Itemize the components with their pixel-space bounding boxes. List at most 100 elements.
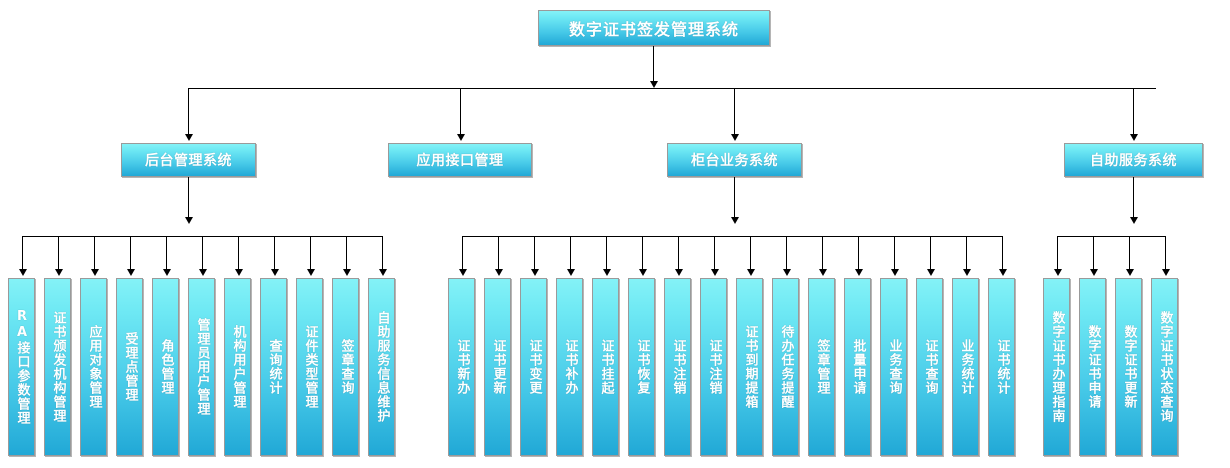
connector-drop-api xyxy=(460,88,461,135)
connector-drop-counter-11 xyxy=(857,236,859,270)
node-leaf-label: 证书注销 xyxy=(670,339,686,395)
node-leaf-counter-6[interactable]: 证书注销 xyxy=(664,278,691,456)
connector-drop-counter xyxy=(734,88,735,135)
node-leaf-counter-1[interactable]: 证书更新 xyxy=(484,278,511,456)
connector-arrow-backend-0 xyxy=(18,269,27,276)
connector-drop-counter-6 xyxy=(677,236,679,270)
connector-arrow-backend-9 xyxy=(342,269,351,276)
node-leaf-label: 业务统计 xyxy=(958,339,974,395)
node-leaf-counter-7[interactable]: 证书注销 xyxy=(700,278,727,456)
node-leaf-counter-8[interactable]: 证书到期提箱 xyxy=(736,278,763,456)
node-leaf-label: 查询统计 xyxy=(266,339,282,395)
node-leaf-selfservice-0[interactable]: 数字证书办理指南 xyxy=(1043,278,1070,456)
connector-drop-selfservice xyxy=(1133,88,1134,135)
connector-arrow-counter-15 xyxy=(998,269,1007,276)
connector-bus-selfservice xyxy=(1056,236,1165,237)
node-leaf-counter-14[interactable]: 业务统计 xyxy=(952,278,979,456)
node-leaf-label: 证书恢复 xyxy=(634,339,650,395)
node-api[interactable]: 应用接口管理 xyxy=(388,143,532,177)
node-leaf-label: 受理点管理 xyxy=(122,332,138,402)
node-backend-label: 后台管理系统 xyxy=(145,153,232,169)
connector-drop-counter-arrow xyxy=(731,134,739,141)
node-leaf-backend-8[interactable]: 证件类型管理 xyxy=(296,278,323,456)
connector-drop-backend-8 xyxy=(309,236,311,270)
node-leaf-backend-0[interactable]: RA接口参数管理 xyxy=(8,278,35,456)
node-leaf-label: 机构用户管理 xyxy=(230,325,246,409)
node-leaf-backend-3[interactable]: 受理点管理 xyxy=(116,278,143,456)
node-leaf-label: 批量申请 xyxy=(850,339,866,395)
node-leaf-selfservice-3[interactable]: 数字证书状态查询 xyxy=(1151,278,1178,456)
connector-arrow-selfservice-3 xyxy=(1161,269,1170,276)
node-leaf-counter-5[interactable]: 证书恢复 xyxy=(628,278,655,456)
connector-arrow-backend-3 xyxy=(126,269,135,276)
node-leaf-backend-4[interactable]: 角色管理 xyxy=(152,278,179,456)
node-leaf-counter-10[interactable]: 签章管理 xyxy=(808,278,835,456)
node-root-label: 数字证书签发管理系统 xyxy=(568,20,739,39)
connector-drop-backend-3 xyxy=(129,236,131,270)
node-leaf-counter-15[interactable]: 证书统计 xyxy=(988,278,1015,456)
node-selfservice-label: 自助服务系统 xyxy=(1090,153,1177,169)
node-leaf-label: 证书更新 xyxy=(490,339,506,395)
node-leaf-backend-6[interactable]: 机构用户管理 xyxy=(224,278,251,456)
node-leaf-label: 证书到期提箱 xyxy=(742,325,758,409)
node-leaf-label: 证书查询 xyxy=(922,339,938,395)
connector-backend-stem-arrow xyxy=(185,217,193,224)
connector-drop-backend-4 xyxy=(165,236,167,270)
connector-drop-backend-arrow xyxy=(185,134,193,141)
connector-arrow-backend-5 xyxy=(198,269,207,276)
node-leaf-label: 数字证书状态查询 xyxy=(1157,311,1173,423)
node-leaf-backend-9[interactable]: 签章查询 xyxy=(332,278,359,456)
connector-arrow-backend-1 xyxy=(54,269,63,276)
connector-counter-stem-arrow xyxy=(731,217,739,224)
connector-arrow-counter-3 xyxy=(566,269,575,276)
connector-counter-stem xyxy=(734,177,735,218)
connector-drop-backend xyxy=(188,88,189,135)
node-leaf-label: 证书新办 xyxy=(454,339,470,395)
connector-drop-selfservice-3 xyxy=(1164,236,1166,270)
node-counter-label: 柜台业务系统 xyxy=(691,153,778,169)
node-leaf-label: 数字证书申请 xyxy=(1085,325,1101,409)
node-leaf-label: 待办任务提醒 xyxy=(778,325,794,409)
connector-drop-selfservice-1 xyxy=(1092,236,1094,270)
node-leaf-label: 应用对象管理 xyxy=(86,325,102,409)
connector-drop-backend-9 xyxy=(345,236,347,270)
connector-arrow-backend-7 xyxy=(270,269,279,276)
node-leaf-counter-0[interactable]: 证书新办 xyxy=(448,278,475,456)
node-counter[interactable]: 柜台业务系统 xyxy=(667,143,802,177)
node-leaf-backend-7[interactable]: 查询统计 xyxy=(260,278,287,456)
node-leaf-counter-2[interactable]: 证书变更 xyxy=(520,278,547,456)
node-backend[interactable]: 后台管理系统 xyxy=(121,143,256,177)
node-leaf-counter-4[interactable]: 证书挂起 xyxy=(592,278,619,456)
connector-arrow-counter-2 xyxy=(530,269,539,276)
node-leaf-backend-1[interactable]: 证书颁发机构管理 xyxy=(44,278,71,456)
connector-drop-counter-4 xyxy=(605,236,607,270)
node-leaf-counter-3[interactable]: 证书补办 xyxy=(556,278,583,456)
connector-arrow-counter-11 xyxy=(854,269,863,276)
node-leaf-label: 业务查询 xyxy=(886,339,902,395)
connector-drop-counter-0 xyxy=(461,236,463,270)
node-root[interactable]: 数字证书签发管理系统 xyxy=(538,10,770,46)
node-leaf-label: RA接口参数管理 xyxy=(14,309,30,425)
connector-arrow-counter-5 xyxy=(638,269,647,276)
node-leaf-label: 证书注销 xyxy=(706,339,722,395)
node-api-label: 应用接口管理 xyxy=(416,153,504,169)
node-leaf-counter-12[interactable]: 业务查询 xyxy=(880,278,907,456)
node-leaf-backend-5[interactable]: 管理员用户管理 xyxy=(188,278,215,456)
node-leaf-counter-13[interactable]: 证书查询 xyxy=(916,278,943,456)
node-selfservice[interactable]: 自助服务系统 xyxy=(1064,143,1203,177)
connector-drop-counter-10 xyxy=(821,236,823,270)
node-leaf-backend-2[interactable]: 应用对象管理 xyxy=(80,278,107,456)
node-leaf-selfservice-1[interactable]: 数字证书申请 xyxy=(1079,278,1106,456)
connector-arrow-backend-4 xyxy=(162,269,171,276)
connector-drop-counter-15 xyxy=(1001,236,1003,270)
connector-drop-backend-5 xyxy=(201,236,203,270)
node-leaf-backend-10[interactable]: 自助服务信息维护 xyxy=(368,278,395,456)
node-leaf-counter-9[interactable]: 待办任务提醒 xyxy=(772,278,799,456)
node-leaf-counter-11[interactable]: 批量申请 xyxy=(844,278,871,456)
node-leaf-label: 角色管理 xyxy=(158,339,174,395)
connector-root-arrow xyxy=(650,81,658,88)
connector-selfservice-stem-arrow xyxy=(1130,217,1138,224)
connector-selfservice-stem xyxy=(1133,177,1134,218)
node-leaf-selfservice-2[interactable]: 数字证书更新 xyxy=(1115,278,1142,456)
